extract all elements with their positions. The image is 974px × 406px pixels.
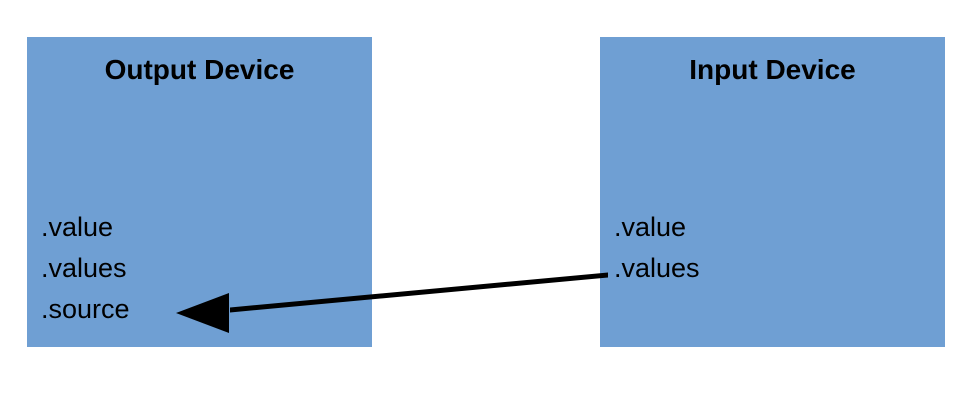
- output-device-property-values: .values: [41, 253, 127, 283]
- input-device-title: Input Device: [689, 54, 856, 85]
- output-device-property-source: .source: [41, 294, 130, 324]
- output-device-title: Output Device: [104, 54, 295, 85]
- output-device-node[interactable]: Output Device .value .values .source: [27, 37, 372, 347]
- input-device-property-values: .values: [614, 253, 700, 283]
- input-device-property-value: .value: [614, 212, 687, 242]
- input-device-node[interactable]: Input Device .value .values: [600, 37, 945, 347]
- output-device-property-list: .value .values .source: [41, 207, 130, 330]
- output-device-property-value: .value: [41, 212, 114, 242]
- input-device-property-list: .value .values: [614, 207, 700, 289]
